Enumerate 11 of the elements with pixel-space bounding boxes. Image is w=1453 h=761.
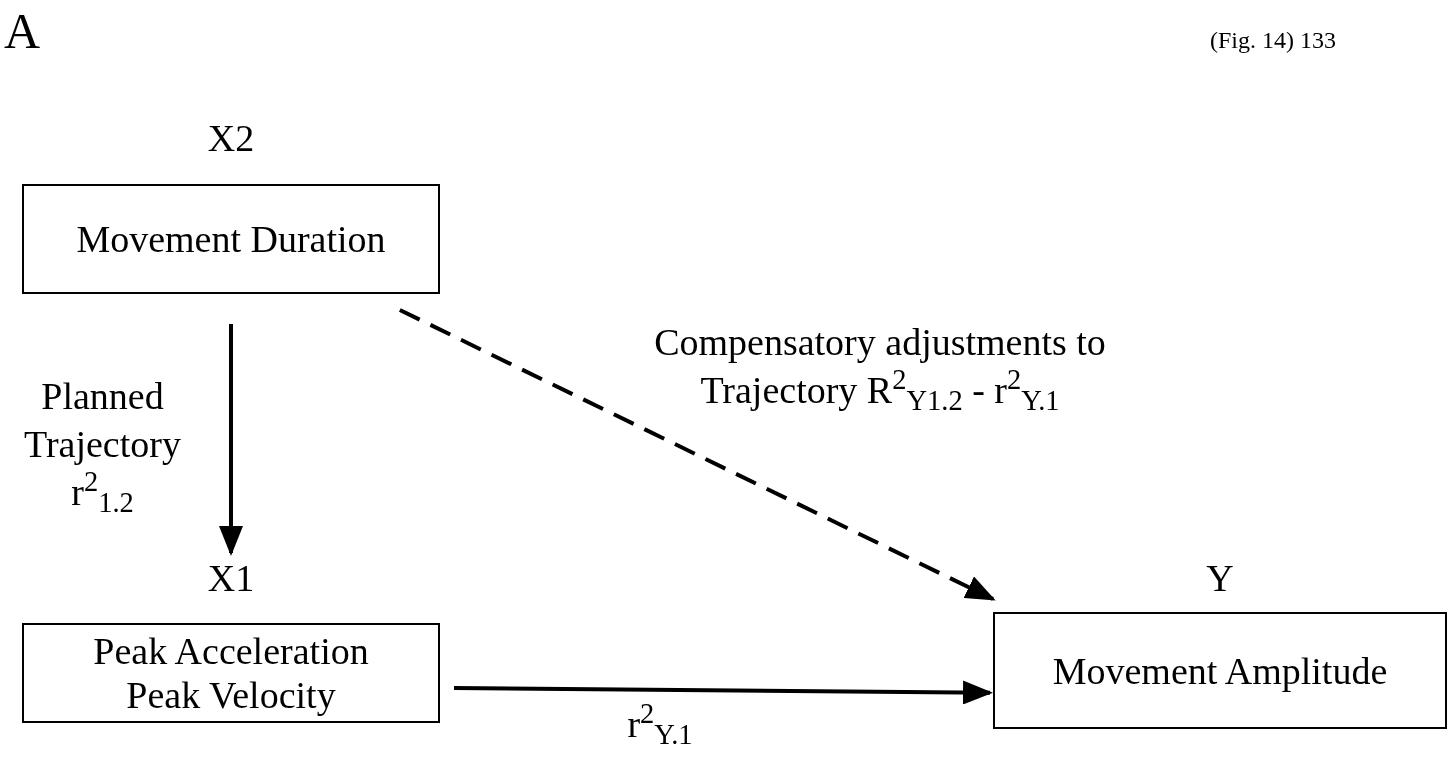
box-text: Peak Acceleration Peak Velocity [92, 629, 370, 717]
arrow [219, 324, 243, 556]
arrow [399, 308, 996, 601]
figure-number: (Fig. 14) 133 [1210, 26, 1336, 55]
box-text: Movement Duration [76, 217, 386, 261]
arrow [454, 680, 993, 705]
box-text: Movement Amplitude [1052, 648, 1388, 693]
variable-label: X2 [207, 116, 255, 160]
panel-letter: A [4, 2, 41, 61]
variable-label: X1 [207, 556, 255, 600]
variable-label: Y [1206, 556, 1234, 600]
